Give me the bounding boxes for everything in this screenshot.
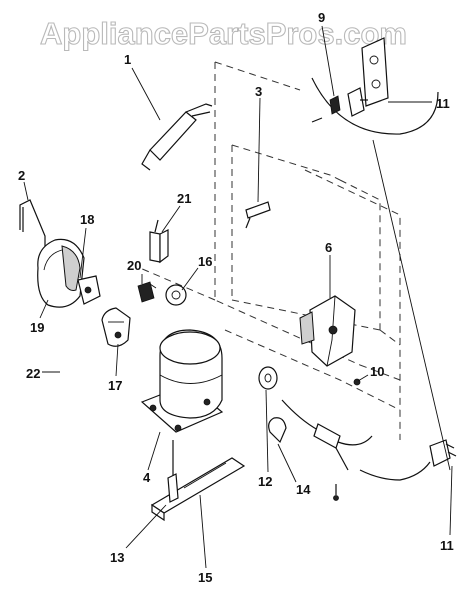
callout-3: 3 <box>255 84 262 99</box>
callout-22: 22 <box>26 366 40 381</box>
part-16-grommet <box>165 284 187 306</box>
callout-15: 15 <box>198 570 212 585</box>
part-3-clip <box>245 201 271 229</box>
part-4-compressor <box>140 329 224 433</box>
callout-10: 10 <box>370 364 384 379</box>
callout-17: 17 <box>108 378 122 393</box>
callout-18: 18 <box>80 212 94 227</box>
callout-11-top: 11 <box>436 96 450 111</box>
leader-lines <box>23 25 453 569</box>
callout-13: 13 <box>110 550 124 565</box>
callout-labels: 1 2 3 4 6 9 10 11 11 12 13 14 15 16 17 1… <box>18 10 454 585</box>
callout-4: 4 <box>143 470 151 485</box>
leader-detail-to-plug <box>372 139 451 471</box>
callout-19: 19 <box>30 320 44 335</box>
callout-12: 12 <box>258 474 272 489</box>
part-19-cover <box>37 238 85 308</box>
power-cord <box>281 399 457 501</box>
callout-9: 9 <box>318 10 325 25</box>
callout-20: 20 <box>127 258 141 273</box>
callout-11-bottom: 11 <box>440 538 454 553</box>
part-13-bolt <box>167 440 179 503</box>
detail-outlet <box>311 37 439 135</box>
watermark: AppliancePartsPros.com <box>40 16 407 51</box>
cabinet-outline <box>139 61 401 440</box>
part-15-base-rail <box>150 457 246 522</box>
callout-6: 6 <box>325 240 332 255</box>
part-14-clamp <box>268 417 287 444</box>
callout-2: 2 <box>18 168 25 183</box>
callout-21: 21 <box>177 191 191 206</box>
part-12-washer <box>258 366 278 390</box>
part-6-relay <box>299 295 356 367</box>
part-21-terminal <box>149 219 169 264</box>
part-20-connector <box>137 281 157 303</box>
part-1-sensor-tube <box>141 103 213 171</box>
part-18-overload <box>77 275 101 305</box>
callout-1: 1 <box>124 52 131 67</box>
callout-16: 16 <box>198 254 212 269</box>
part-17-relay <box>101 307 131 347</box>
callout-14: 14 <box>296 482 311 497</box>
